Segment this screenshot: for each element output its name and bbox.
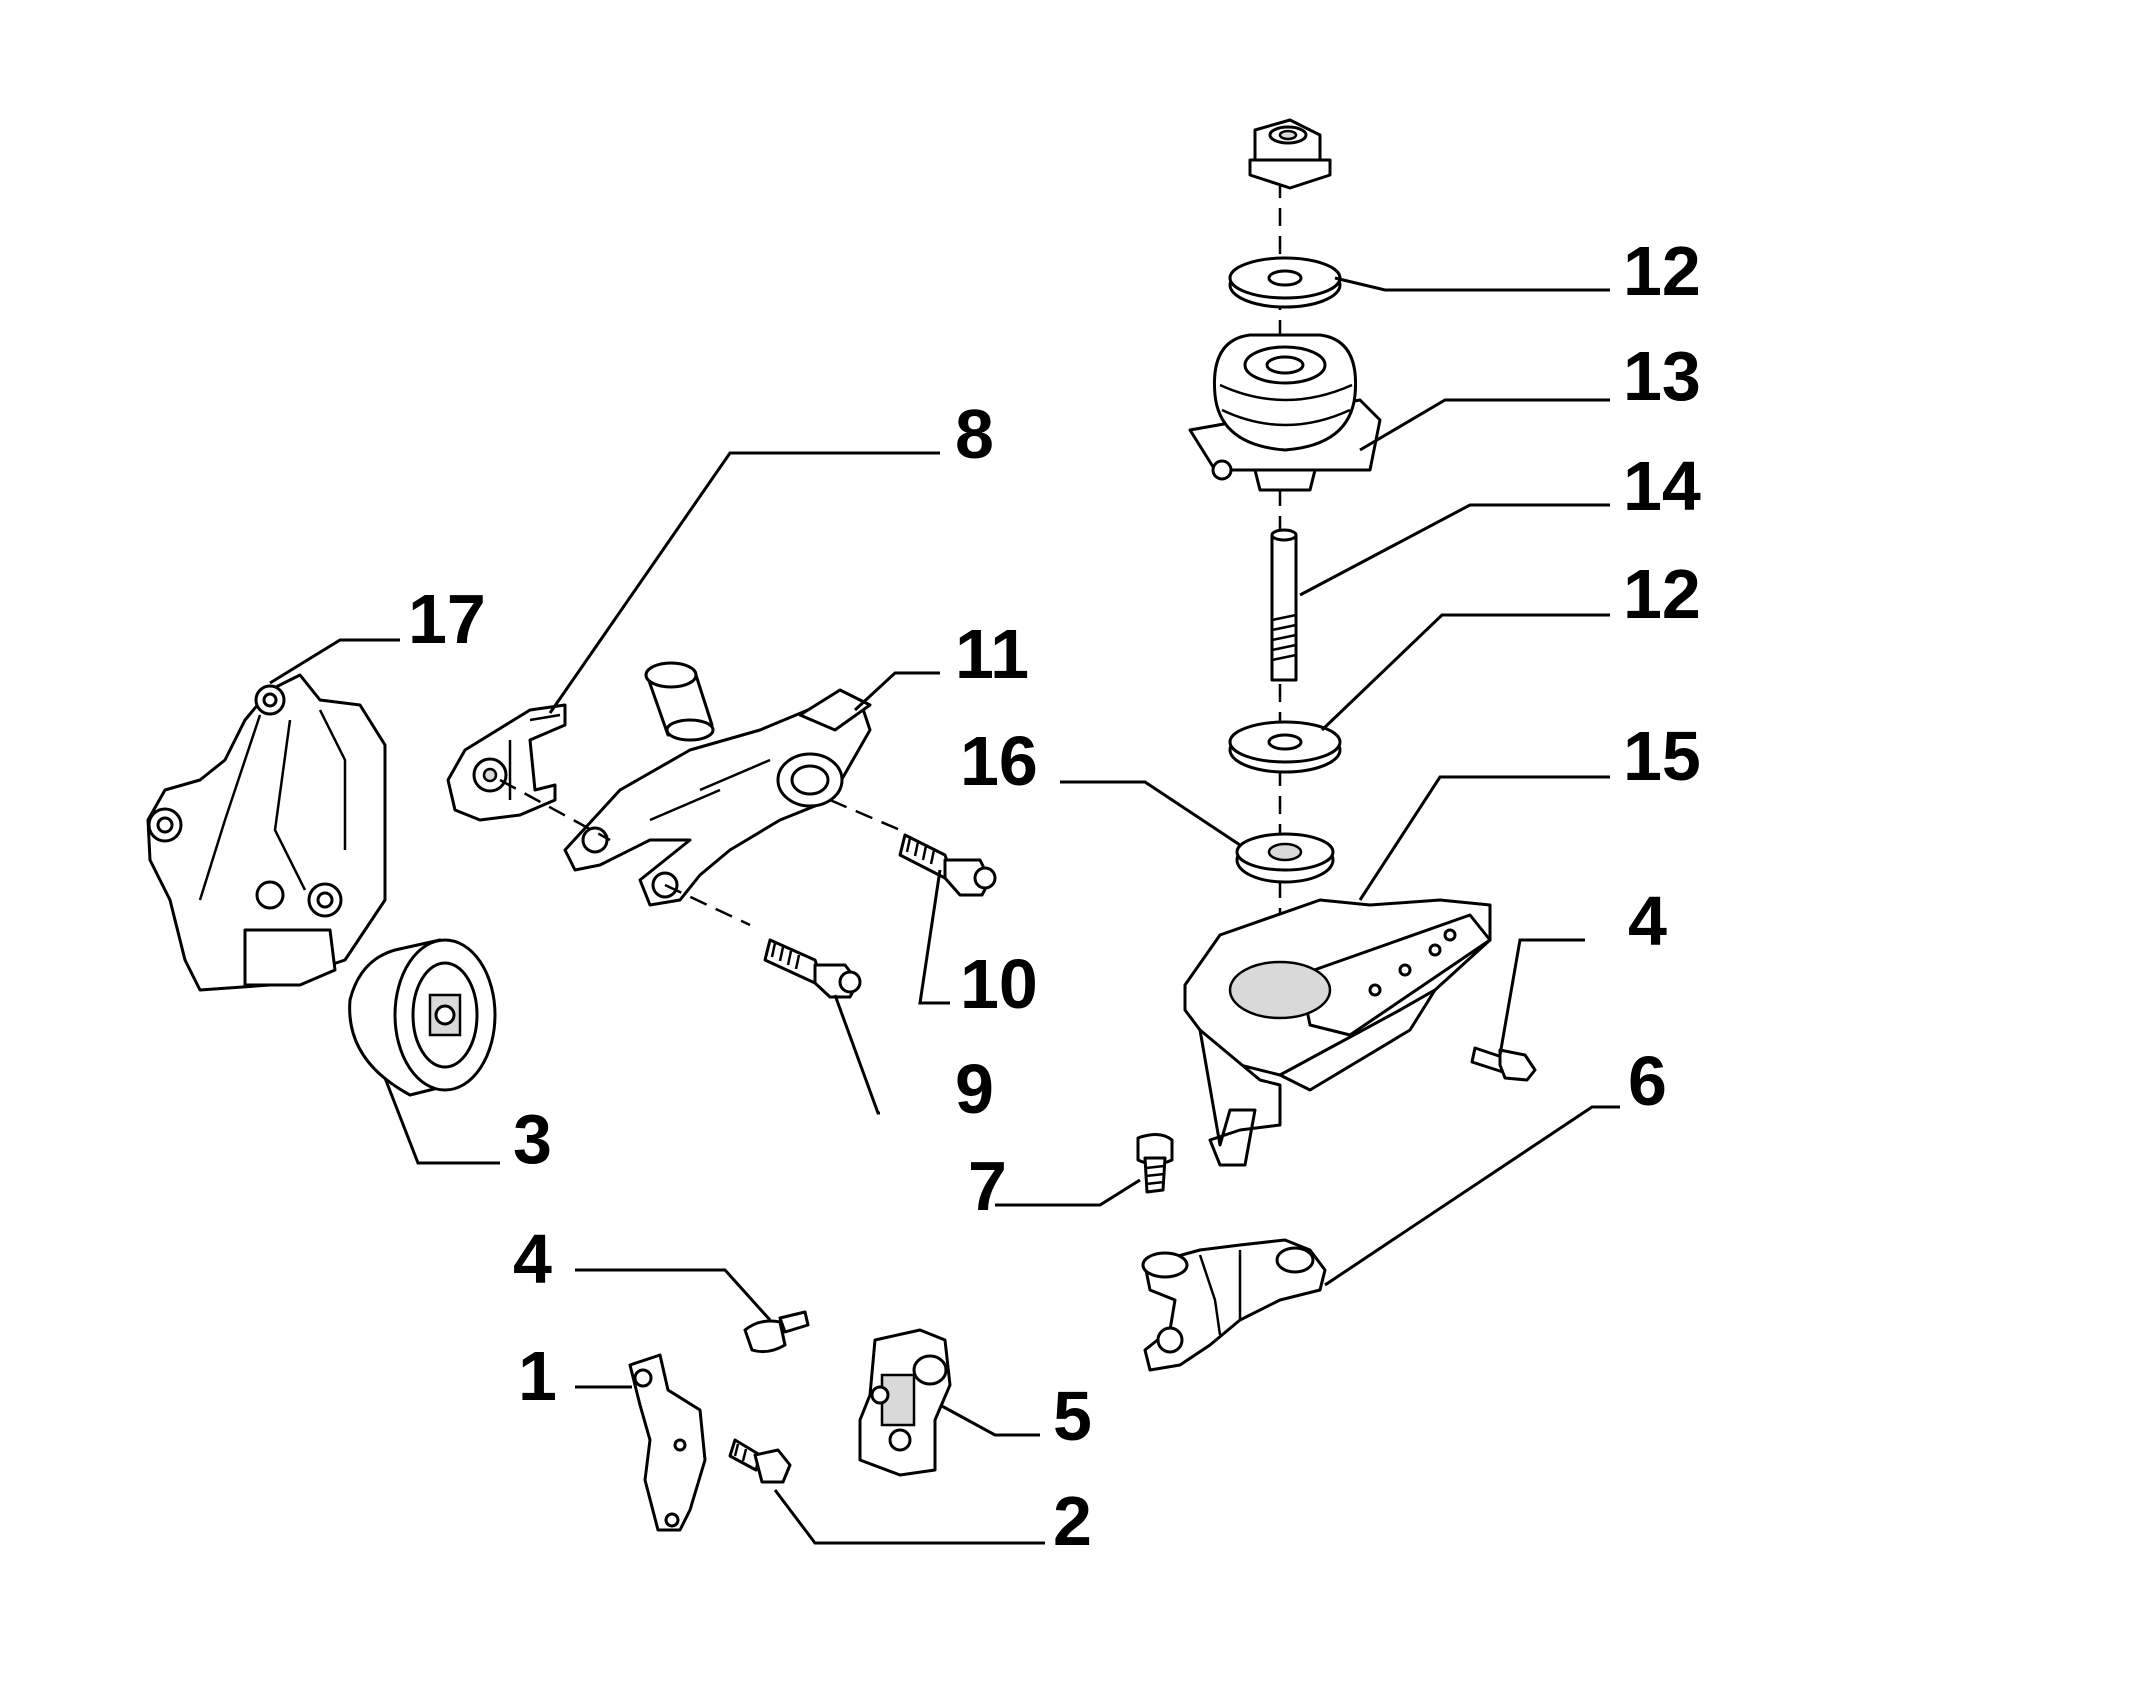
part-13-rubber-mount bbox=[1188, 333, 1382, 492]
part-8-bracket bbox=[446, 703, 567, 822]
callout-17: 17 bbox=[408, 580, 486, 658]
part-12-washer-bottom bbox=[1228, 720, 1342, 774]
part-11-torque-arm bbox=[563, 688, 872, 907]
leader-5 bbox=[939, 1403, 1040, 1437]
callout-8: 8 bbox=[955, 395, 994, 473]
part-16-cup-washer bbox=[1235, 832, 1335, 884]
callout-12-top: 12 bbox=[1623, 232, 1701, 310]
callout-15: 15 bbox=[1623, 717, 1701, 795]
callout-4-right: 4 bbox=[1628, 882, 1667, 960]
sleeve bbox=[644, 661, 715, 742]
callout-4-lower: 4 bbox=[513, 1220, 552, 1298]
callout-13: 13 bbox=[1623, 337, 1701, 415]
part-1-strap bbox=[628, 1353, 707, 1532]
part-7-bolt bbox=[1136, 1133, 1174, 1194]
callout-6: 6 bbox=[1628, 1042, 1667, 1120]
part-3-bushing bbox=[348, 938, 497, 1097]
part-10-bolt bbox=[898, 833, 997, 897]
part-5-small-mount bbox=[858, 1328, 952, 1477]
callout-12-bottom: 12 bbox=[1623, 555, 1701, 633]
leader-4-right bbox=[1498, 938, 1585, 1056]
leader-10 bbox=[918, 869, 950, 1005]
leader-7 bbox=[995, 1178, 1141, 1207]
leader-11 bbox=[853, 671, 940, 712]
leader-13 bbox=[1359, 398, 1610, 452]
leader-9 bbox=[833, 994, 880, 1115]
callout-16: 16 bbox=[960, 722, 1038, 800]
callouts: 1 2 3 4 4 5 6 7 8 9 10 11 12 12 13 14 15… bbox=[408, 232, 1701, 1560]
leader-12-bottom bbox=[1320, 613, 1610, 732]
leader-6 bbox=[1324, 1105, 1620, 1287]
leader-17 bbox=[269, 638, 400, 685]
callout-7: 7 bbox=[968, 1147, 1007, 1225]
leader-16 bbox=[1060, 780, 1241, 847]
leader-14 bbox=[1299, 503, 1610, 597]
callout-10: 10 bbox=[960, 945, 1038, 1023]
part-12-washer-top bbox=[1228, 256, 1342, 309]
part-4-bolt-right bbox=[1470, 1046, 1537, 1082]
part-4-bolt-lower bbox=[743, 1310, 810, 1354]
leader-lines bbox=[269, 276, 1620, 1545]
callout-11: 11 bbox=[955, 615, 1029, 693]
leader-12-top bbox=[1334, 276, 1610, 292]
callout-14: 14 bbox=[1623, 447, 1701, 525]
nut bbox=[1248, 118, 1332, 190]
callout-9: 9 bbox=[955, 1050, 994, 1128]
leader-15 bbox=[1358, 775, 1610, 901]
axis-bolt-9 bbox=[664, 883, 751, 927]
part-2-bolt bbox=[728, 1438, 792, 1484]
callout-3: 3 bbox=[513, 1100, 552, 1178]
part-9-bolt bbox=[763, 938, 862, 999]
callout-5: 5 bbox=[1053, 1377, 1092, 1455]
leader-3 bbox=[383, 1077, 500, 1165]
leader-8 bbox=[548, 451, 940, 714]
leader-4-lower bbox=[575, 1268, 772, 1322]
part-14-stud bbox=[1270, 528, 1298, 682]
part-6-lower-bracket bbox=[1141, 1238, 1327, 1372]
part-15-support bbox=[1183, 898, 1492, 1167]
callout-2: 2 bbox=[1053, 1482, 1092, 1560]
leader-2 bbox=[773, 1489, 1045, 1545]
axis-bolt-10 bbox=[499, 778, 901, 842]
part-17-engine-bracket bbox=[146, 673, 387, 992]
callout-1: 1 bbox=[518, 1337, 557, 1415]
